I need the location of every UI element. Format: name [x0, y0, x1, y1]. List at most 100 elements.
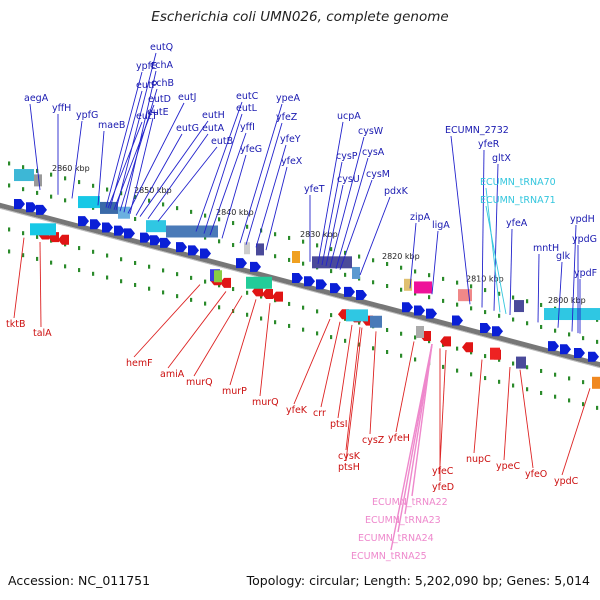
scale-dot	[190, 297, 193, 302]
scale-tick-label: 2850 kbp	[134, 186, 172, 195]
scale-dot	[484, 310, 487, 315]
scale-dot	[540, 390, 543, 395]
plus-strand-gene	[150, 235, 161, 246]
annotation-block	[246, 276, 272, 289]
label-leader-line	[345, 327, 363, 462]
scale-dot	[316, 243, 319, 248]
scale-dot	[8, 227, 11, 232]
label-leader-line	[485, 187, 501, 313]
scale-dot	[428, 273, 431, 278]
label-leader-line	[245, 122, 283, 245]
scale-tick-label: 2820 kbp	[382, 252, 420, 261]
label-leader-line	[129, 117, 154, 215]
label-leader-line	[321, 161, 343, 266]
scale-dot	[8, 249, 11, 254]
plus-strand-gene	[160, 237, 171, 248]
annotation-block	[544, 308, 600, 321]
minus-strand-gene	[272, 291, 283, 302]
scale-dot	[330, 247, 333, 252]
annotation-block	[416, 325, 424, 338]
label-leader-line	[105, 71, 143, 208]
annotation-block	[34, 174, 42, 187]
scale-dot	[120, 191, 123, 196]
scale-dot	[246, 312, 249, 317]
gene-label: ucpA	[337, 111, 361, 122]
label-leader-line	[509, 228, 513, 316]
scale-dot	[274, 232, 277, 237]
gene-label: yfeD	[432, 482, 454, 493]
gene-label: yfeA	[506, 218, 528, 229]
gene-label: yfeO	[525, 469, 547, 480]
label-leader-line	[209, 132, 247, 236]
label-leader-line	[239, 103, 283, 244]
gene-label: yfeY	[280, 134, 301, 145]
scale-dot	[246, 290, 249, 295]
gene-label: yfeC	[432, 466, 454, 477]
scale-dot	[176, 294, 179, 299]
scale-dot	[218, 239, 221, 244]
scale-dot	[302, 305, 305, 310]
gene-label: cysA	[362, 147, 385, 158]
gene-label: cysZ	[362, 435, 385, 446]
scale-dot	[64, 264, 67, 269]
gene-label: yfeX	[281, 156, 303, 167]
scale-dot	[344, 272, 347, 277]
label-leader-line	[431, 230, 439, 295]
plus-strand-gene	[90, 219, 101, 230]
scale-dot	[540, 302, 543, 307]
scale-dot	[484, 288, 487, 293]
gene-label: ptsH	[338, 462, 360, 473]
scale-dot	[330, 269, 333, 274]
scale-dot	[568, 398, 571, 403]
scale-dot	[36, 190, 39, 195]
minus-strand-gene	[262, 289, 273, 300]
scale-dot	[470, 306, 473, 311]
label-leader-line	[395, 341, 415, 433]
scale-tick-label: 2810 kbp	[466, 274, 504, 283]
scale-dot	[204, 235, 207, 240]
gene-label: cysU	[337, 174, 360, 185]
annotation-block	[346, 309, 368, 322]
scale-dot	[288, 323, 291, 328]
gene-label: eutH	[202, 110, 225, 121]
scale-dot	[8, 161, 11, 166]
annotation-block	[592, 376, 600, 389]
label-leader-line	[221, 154, 247, 239]
scale-dot	[414, 269, 417, 274]
gene-label: cchA	[150, 60, 173, 71]
scale-dot	[78, 268, 81, 273]
gene-label: ypdF	[574, 268, 597, 279]
label-leader-line	[115, 52, 157, 211]
gene-label-group: aegAyffHypfGmaeBypfEeutQcchAeutPcchBeutD…	[6, 42, 597, 562]
gene-label: mntH	[533, 243, 559, 254]
gene-label: ypdH	[570, 214, 595, 225]
label-leader-line	[157, 146, 218, 222]
label-leader-line	[329, 136, 365, 268]
scale-dot	[484, 354, 487, 359]
scale-dot	[456, 346, 459, 351]
scale-dot	[204, 213, 207, 218]
label-leader-line	[71, 120, 83, 199]
label-leader-line	[345, 327, 361, 451]
scale-dot	[22, 187, 25, 192]
scale-dot	[554, 372, 557, 377]
scale-dot	[288, 235, 291, 240]
label-leader-line	[450, 135, 471, 305]
scale-dot	[162, 268, 165, 273]
scale-dot	[64, 198, 67, 203]
label-leader-group	[13, 52, 591, 551]
label-leader-line	[519, 369, 534, 469]
scale-dot	[288, 257, 291, 262]
plus-strand-gene	[102, 222, 113, 233]
scale-dot	[50, 260, 53, 265]
gene-label: eutQ	[150, 42, 173, 53]
scale-dot	[190, 275, 193, 280]
plus-strand-gene	[124, 228, 135, 239]
scale-dot	[512, 383, 515, 388]
gene-label: aegA	[24, 93, 49, 104]
genome-backbone	[0, 202, 600, 368]
label-leader-line	[39, 241, 42, 328]
gene-label: eutG	[176, 123, 199, 134]
scale-dot	[22, 165, 25, 170]
label-leader-line	[561, 388, 591, 476]
